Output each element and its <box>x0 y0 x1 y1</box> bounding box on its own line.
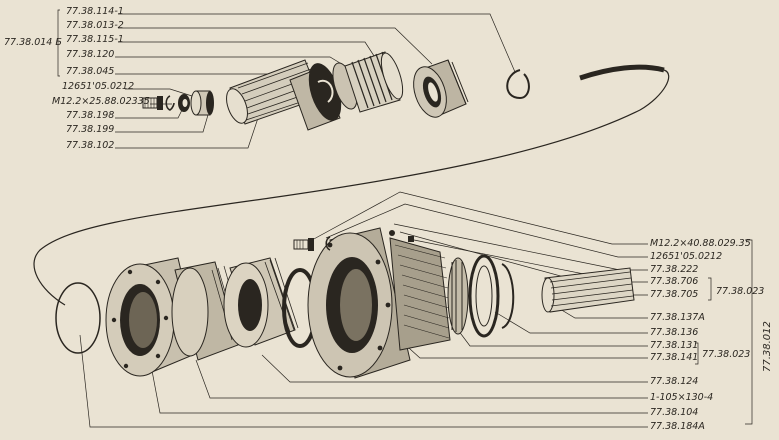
label-77-38-104: 77.38.104 <box>650 407 698 418</box>
bracket-label-023-b: 77.38.023 <box>702 349 750 360</box>
label-77-38-706: 77.38.706 <box>650 276 698 287</box>
main-housing <box>307 227 411 379</box>
label-12651-05-0212: 12651'05.0212 <box>62 81 134 92</box>
label-77-38-199: 77.38.199 <box>66 124 114 135</box>
group-bracket <box>57 9 60 77</box>
vertical-label-77-38-012: 77.38.012 <box>762 321 773 372</box>
label-77-38-114-1: 77.38.114-1 <box>66 6 124 17</box>
bottom-parts <box>55 227 635 379</box>
label-77-38-124: 77.38.124 <box>650 376 698 387</box>
label-77-38-115-1: 77.38.115-1 <box>66 34 124 45</box>
splined-hub <box>223 257 299 348</box>
label-77-38-131: 77.38.131 <box>650 340 698 351</box>
nut-top <box>413 59 469 118</box>
label-seal-105-130: 1-105×130-4 <box>650 392 713 403</box>
splined-shaft-top <box>226 59 321 125</box>
bracket-b <box>695 342 699 365</box>
label-77-38-120: 77.38.120 <box>66 49 114 60</box>
gear-body-top <box>289 51 404 131</box>
label-77-38-014b-group: 77.38.014 Б <box>4 37 62 48</box>
label-m12-40: M12.2×40.88.029.35 <box>650 238 751 249</box>
cap-199 <box>190 90 214 116</box>
label-77-38-102: 77.38.102 <box>66 140 114 151</box>
bolt-small <box>142 96 163 110</box>
bearings-right <box>447 254 515 338</box>
label-77-38-045: 77.38.045 <box>66 66 114 77</box>
gear-housing-body <box>389 230 451 351</box>
label-77-38-137a: 77.38.137А <box>650 312 705 323</box>
label-77-38-141: 77.38.141 <box>650 352 698 363</box>
bottom-right-labels: M12.2×40.88.029.35 12651'05.0212 77.38.2… <box>650 238 773 432</box>
spring-washer-top <box>165 95 175 111</box>
label-12651-05-0212-b: 12651'05.0212 <box>650 251 722 262</box>
bracket-a <box>708 277 712 301</box>
connecting-hose <box>33 64 670 306</box>
label-77-38-222: 77.38.222 <box>650 264 698 275</box>
label-77-38-136: 77.38.136 <box>650 327 698 338</box>
label-77-38-013-2: 77.38.013-2 <box>66 20 124 31</box>
o-ring <box>55 282 101 354</box>
bearing-left <box>171 261 244 361</box>
label-77-38-198: 77.38.198 <box>66 110 114 121</box>
label-m12-bolt: M12.2×25.88.02335 <box>52 96 150 107</box>
top-parts <box>142 51 530 131</box>
bracket-vertical <box>745 239 753 425</box>
grease-nipple <box>389 230 395 236</box>
label-77-38-705: 77.38.705 <box>650 289 698 300</box>
bolt-bottom <box>293 236 331 251</box>
output-splined-shaft <box>541 267 635 313</box>
label-77-38-184a: 77.38.184А <box>650 421 705 432</box>
bracket-label-023-a: 77.38.023 <box>716 286 764 297</box>
top-labels: 77.38.114-1 77.38.013-2 77.38.115-1 77.3… <box>4 6 150 151</box>
snap-ring-top <box>506 69 530 100</box>
